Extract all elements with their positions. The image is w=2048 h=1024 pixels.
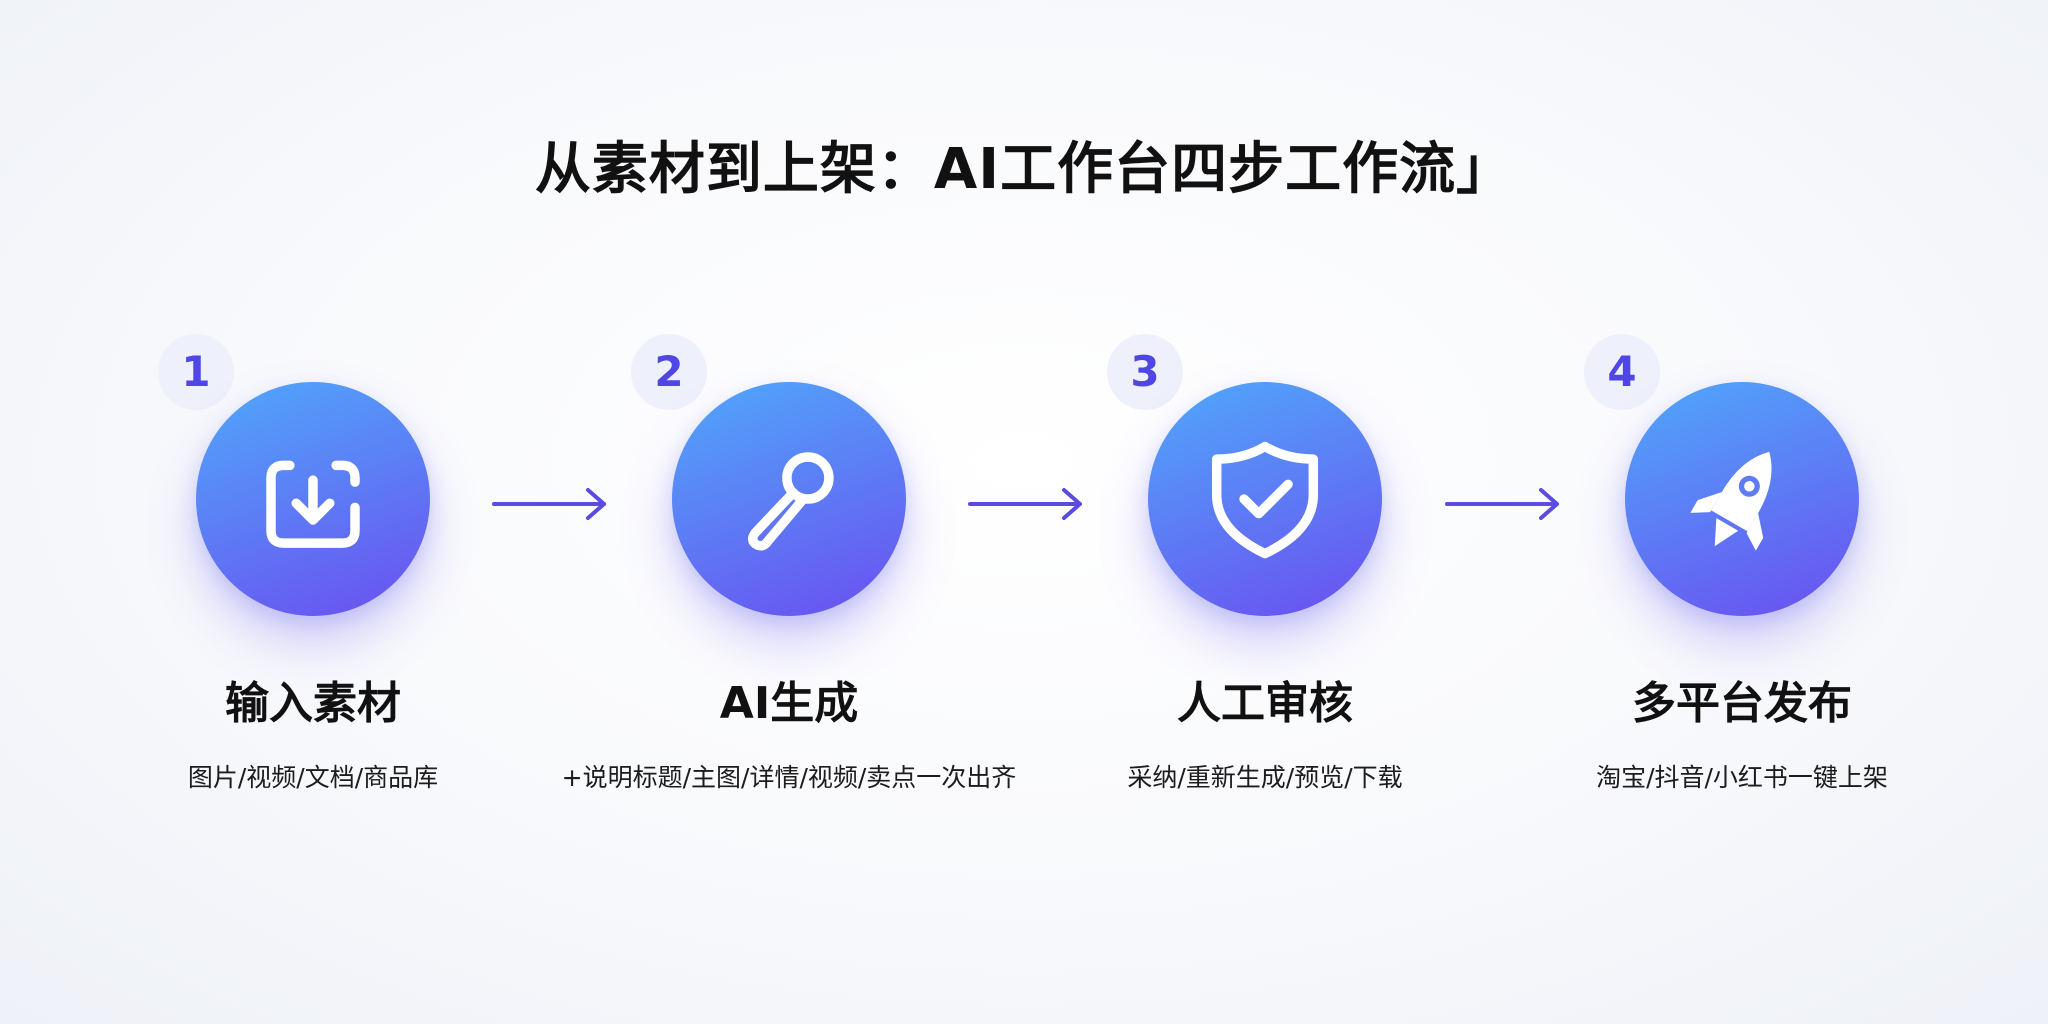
arrow-right-icon <box>492 488 606 520</box>
step-title: AI生成 <box>719 678 859 729</box>
workflow-step-multi-platform-publish: 4 多平台发布 淘宝/抖音/小红书一键上架 <box>1502 330 1982 810</box>
arrow-right-icon <box>968 488 1082 520</box>
arrow-right-icon <box>1445 488 1559 520</box>
step-title: 人工审核 <box>1177 678 1353 729</box>
step-description: 图片/视频/文档/商品库 <box>187 763 439 792</box>
step-number-badge: 2 <box>631 334 707 410</box>
step-number-badge: 1 <box>158 334 234 410</box>
page-title: 从素材到上架：AI工作台四步工作流」 <box>534 137 1514 202</box>
step-icon-circle <box>1625 382 1859 616</box>
rocket-icon <box>1690 451 1772 551</box>
step-number-badge: 3 <box>1107 334 1183 410</box>
workflow-step-input: 1 输入素材 图片/视频/文档/商品库 <box>73 330 553 810</box>
step-icon-circle <box>1148 382 1382 616</box>
step-icon-circle <box>672 382 906 616</box>
workflow-step-ai-generate: 2 AI生成 +说明标题/主图/详情/视频/卖点一次出齐 <box>549 330 1029 810</box>
step-description: 采纳/重新生成/预览/下载 <box>1127 763 1403 792</box>
shield-check-icon <box>1211 441 1319 559</box>
step-title: 多平台发布 <box>1632 678 1852 729</box>
step-number-badge: 4 <box>1584 334 1660 410</box>
step-title: 输入素材 <box>225 678 401 729</box>
step-description: 淘宝/抖音/小红书一键上架 <box>1596 763 1888 792</box>
import-icon <box>266 460 360 548</box>
workflow-step-manual-review: 3 人工审核 采纳/重新生成/预览/下载 <box>1025 330 1505 810</box>
magic-wand-icon <box>748 452 834 551</box>
step-icon-circle <box>196 382 430 616</box>
step-description: +说明标题/主图/详情/视频/卖点一次出齐 <box>561 763 1017 792</box>
